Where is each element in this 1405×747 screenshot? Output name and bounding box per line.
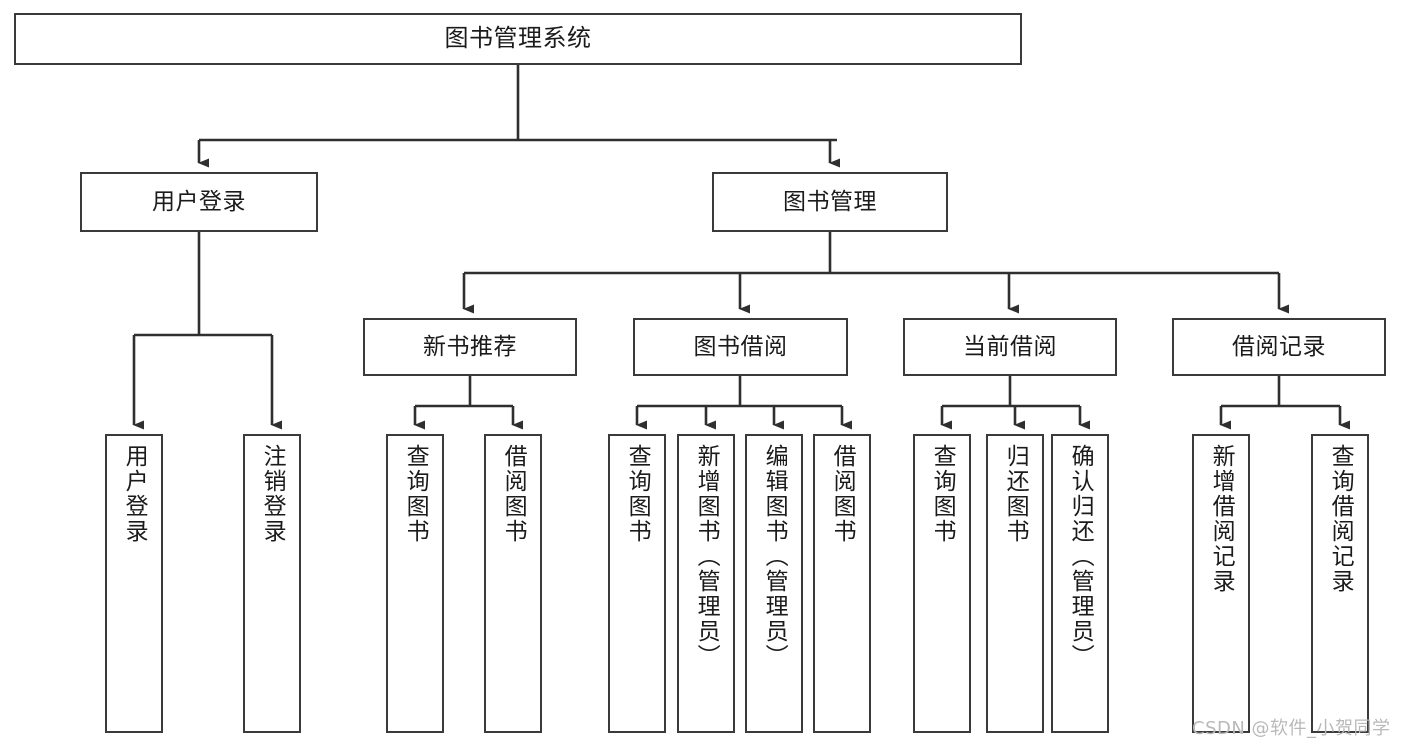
- node-leaf-logout-login[interactable]: 注销登录: [243, 434, 301, 733]
- node-leaf-borrow-book-1[interactable]: 借阅图书: [484, 434, 542, 733]
- node-leaf-confirm-return[interactable]: 确认归还（管理员）: [1051, 434, 1109, 733]
- node-book-manage[interactable]: 图书管理: [712, 172, 948, 232]
- node-leaf-query-book-2[interactable]: 查询图书: [608, 434, 666, 733]
- node-root-label: 图书管理系统: [444, 24, 592, 53]
- node-root[interactable]: 图书管理系统: [14, 13, 1022, 65]
- node-leaf-return-book-label: 归还图书: [1002, 444, 1029, 544]
- node-leaf-add-book-label: 新增图书（管理员）: [693, 444, 720, 669]
- node-leaf-query-book-1[interactable]: 查询图书: [386, 434, 444, 733]
- node-leaf-borrow-book-1-label: 借阅图书: [500, 444, 527, 544]
- node-leaf-query-book-1-label: 查询图书: [402, 444, 429, 544]
- node-borrow-record[interactable]: 借阅记录: [1172, 318, 1386, 376]
- node-leaf-edit-book[interactable]: 编辑图书（管理员）: [745, 434, 803, 733]
- node-user-login[interactable]: 用户登录: [80, 172, 318, 232]
- node-leaf-add-book[interactable]: 新增图书（管理员）: [677, 434, 735, 733]
- node-leaf-user-login-label: 用户登录: [121, 444, 148, 544]
- node-leaf-query-borrow-record[interactable]: 查询借阅记录: [1311, 434, 1369, 733]
- node-leaf-logout-login-label: 注销登录: [259, 444, 286, 544]
- node-leaf-add-borrow-record[interactable]: 新增借阅记录: [1192, 434, 1250, 733]
- node-book-borrow-label: 图书借阅: [693, 333, 788, 360]
- node-book-manage-label: 图书管理: [783, 188, 877, 215]
- node-leaf-query-book-2-label: 查询图书: [624, 444, 651, 544]
- node-current-borrow-label: 当前借阅: [963, 333, 1057, 360]
- csdn-watermark: CSDN @软件_小贺同学: [1192, 718, 1391, 739]
- node-leaf-query-borrow-record-label: 查询借阅记录: [1327, 444, 1354, 594]
- node-leaf-confirm-return-label: 确认归还（管理员）: [1067, 444, 1094, 669]
- node-leaf-query-book-3-label: 查询图书: [929, 444, 956, 544]
- node-user-login-label: 用户登录: [152, 188, 246, 215]
- node-leaf-add-borrow-record-label: 新增借阅记录: [1208, 444, 1235, 594]
- node-new-book-recommend[interactable]: 新书推荐: [363, 318, 577, 376]
- node-book-borrow[interactable]: 图书借阅: [633, 318, 848, 376]
- node-leaf-borrow-book-2-label: 借阅图书: [829, 444, 856, 544]
- node-leaf-user-login[interactable]: 用户登录: [105, 434, 163, 733]
- node-leaf-return-book[interactable]: 归还图书: [986, 434, 1044, 733]
- node-leaf-borrow-book-2[interactable]: 借阅图书: [813, 434, 871, 733]
- node-leaf-query-book-3[interactable]: 查询图书: [913, 434, 971, 733]
- node-current-borrow[interactable]: 当前借阅: [903, 318, 1117, 376]
- node-borrow-record-label: 借阅记录: [1232, 333, 1326, 360]
- node-new-book-recommend-label: 新书推荐: [423, 333, 517, 360]
- node-leaf-edit-book-label: 编辑图书（管理员）: [761, 444, 788, 669]
